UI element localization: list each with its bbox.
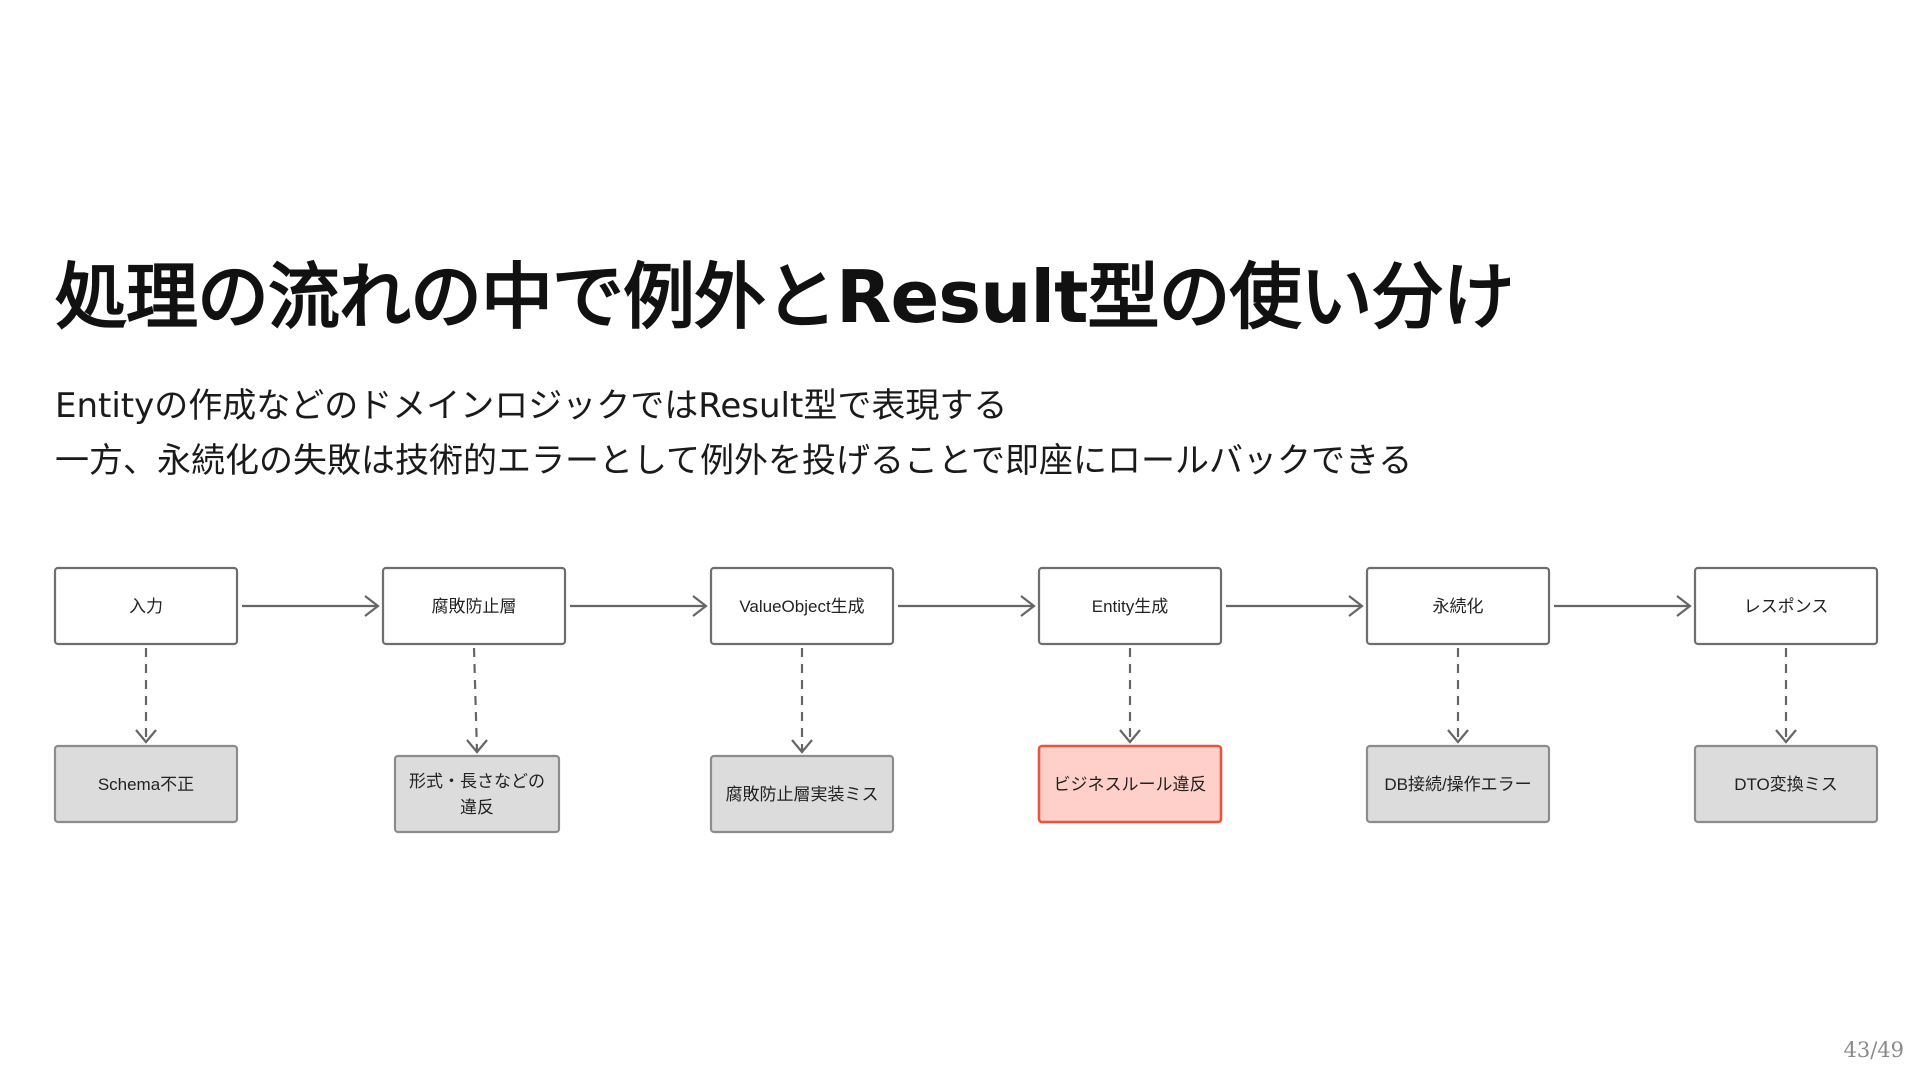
step-box (1365, 566, 1551, 646)
error-box (1365, 744, 1551, 824)
step-label: 入力 (129, 597, 163, 616)
error-arrow-line (472, 647, 479, 753)
arrow-head-icon (1775, 729, 1797, 744)
flow-arrow (570, 595, 708, 617)
step-box (1693, 566, 1879, 646)
flow-arrow (242, 595, 380, 617)
step-node: レスポンス (1693, 566, 1879, 646)
error-label: 違反 (460, 798, 494, 817)
subtitle-line-2: 一方、永続化の失敗は技術的エラーとして例外を投げることで即座にロールバックできる (55, 441, 1413, 481)
arrow-head-icon (1020, 595, 1036, 617)
error-arrow (1119, 648, 1141, 744)
page-number: 43/49 (1843, 1038, 1904, 1062)
error-arrow (791, 648, 813, 754)
step-box (381, 566, 567, 646)
step-label: 永続化 (1433, 597, 1484, 616)
error-label: DTO変換ミス (1734, 775, 1838, 794)
step-node: ValueObject生成 (709, 566, 895, 646)
error-node: DTO変換ミス (1693, 744, 1879, 824)
error-box (1037, 744, 1223, 824)
step-label: レスポンス (1744, 597, 1829, 616)
arrow-head-icon (1447, 729, 1469, 744)
error-box (1693, 744, 1879, 824)
error-node: DB接続/操作エラー (1365, 744, 1551, 824)
arrow-head-icon (364, 595, 380, 617)
step-box (709, 566, 895, 646)
step-label: 腐敗防止層 (432, 597, 517, 616)
error-node: 腐敗防止層実装ミス (709, 754, 895, 834)
error-node-highlighted: ビジネスルール違反 (1037, 744, 1223, 824)
arrow-head-icon (791, 739, 813, 754)
error-label: 形式・長さなどの (409, 772, 545, 791)
arrow-head-icon (692, 595, 708, 617)
error-arrow (135, 648, 157, 744)
arrow-head-icon (135, 729, 157, 744)
arrow-head-icon (1348, 595, 1364, 617)
error-box (709, 754, 895, 834)
error-box (393, 754, 561, 834)
subtitle-line-1: Entityの作成などのドメインロジックではResult型で表現する (55, 386, 1008, 426)
error-label: ビジネスルール違反 (1054, 775, 1207, 794)
flow-arrow (898, 595, 1036, 617)
step-node: Entity生成 (1037, 566, 1223, 646)
error-arrow (466, 647, 488, 754)
arrow-head-icon (1676, 595, 1692, 617)
flow-arrow (1554, 595, 1692, 617)
error-node: Schema不正 (53, 744, 239, 824)
error-arrow (1775, 648, 1797, 744)
step-label: ValueObject生成 (739, 597, 864, 616)
step-node: 入力 (53, 566, 239, 646)
step-box (53, 566, 239, 646)
arrow-head-icon (466, 739, 488, 754)
error-box (53, 744, 239, 824)
step-node: 永続化 (1365, 566, 1551, 646)
step-node: 腐敗防止層 (381, 566, 567, 646)
error-label: Schema不正 (98, 775, 194, 794)
arrow-head-icon (1119, 729, 1141, 744)
flow-arrow (1226, 595, 1364, 617)
step-label: Entity生成 (1092, 597, 1169, 616)
slide-title: 処理の流れの中で例外とResult型の使い分け (55, 255, 1514, 339)
error-label: 腐敗防止層実装ミス (726, 785, 879, 804)
step-box (1037, 566, 1223, 646)
error-label: DB接続/操作エラー (1384, 775, 1531, 794)
error-arrow (1447, 648, 1469, 744)
